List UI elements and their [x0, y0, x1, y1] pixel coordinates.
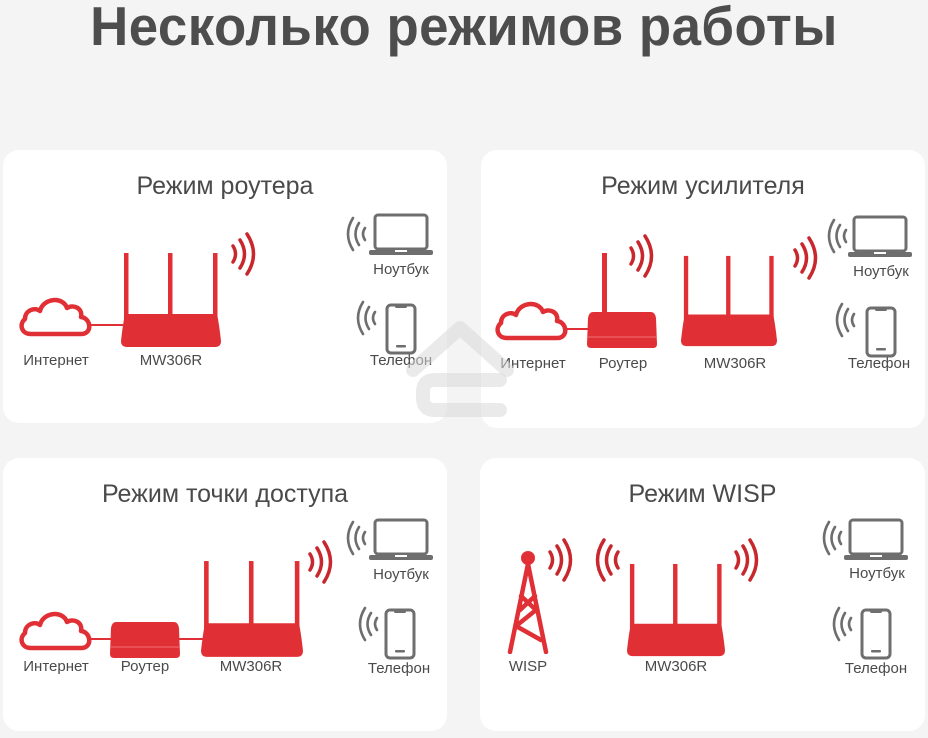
link-line [91, 638, 113, 640]
client-label: Телефон [367, 660, 431, 677]
wifi-waves-icon [356, 300, 378, 336]
mode-card-router: Режим роутера Интернет MW306R Ноутбук Те… [3, 150, 447, 423]
watermark-home-icon [406, 321, 514, 417]
mode-title: Режим точки доступа [101, 480, 349, 508]
link-line [179, 638, 203, 640]
mode-title: Режим WISP [628, 480, 777, 508]
router-icon [626, 562, 726, 660]
router-icon [121, 250, 221, 352]
mode-title: Режим усилителя [601, 172, 805, 200]
wifi-waves-icon [791, 236, 821, 280]
phone-icon [384, 608, 416, 660]
node-label: MW306R [703, 355, 767, 372]
host-router-icon [110, 620, 180, 660]
tower-icon [506, 550, 550, 654]
wifi-waves-icon [835, 302, 857, 338]
wifi-waves-icon [827, 218, 849, 254]
cloud-icon [17, 604, 97, 654]
node-label: Интернет [500, 355, 566, 372]
laptop-icon [848, 215, 912, 259]
laptop-icon [369, 518, 433, 562]
page-title: Несколько режимов работы [90, 0, 838, 57]
cloud-icon [17, 290, 97, 340]
node-label: MW306R [139, 352, 203, 369]
link-line [567, 328, 589, 330]
host-router-antenna [602, 253, 607, 313]
node-label: Интернет [23, 658, 89, 675]
phone-icon [865, 306, 897, 358]
laptop-icon [369, 213, 433, 257]
wifi-waves-icon [592, 538, 622, 582]
mode-card-access-point: Режим точки доступа Интернет Роутер MW30… [3, 458, 447, 731]
router-icon [201, 558, 303, 662]
node-label: MW306R [219, 658, 283, 675]
wifi-waves-icon [627, 234, 657, 278]
wifi-waves-icon [546, 538, 576, 582]
node-label: Роутер [598, 355, 648, 372]
wifi-waves-icon [832, 606, 854, 642]
node-label: WISP [508, 658, 548, 675]
link-line [91, 324, 123, 326]
node-label: Интернет [23, 352, 89, 369]
client-label: Ноутбук [373, 566, 429, 583]
client-label: Телефон [847, 355, 911, 372]
host-router-icon [587, 310, 657, 350]
wifi-waves-icon [358, 606, 380, 642]
client-label: Ноутбук [853, 263, 909, 280]
node-label: Роутер [120, 658, 170, 675]
client-label: Ноутбук [373, 261, 429, 278]
node-label: MW306R [644, 658, 708, 675]
client-label: Телефон [844, 660, 908, 677]
laptop-icon [844, 518, 908, 562]
wifi-waves-icon [229, 232, 259, 276]
phone-icon [860, 608, 892, 660]
wifi-waves-icon [732, 538, 762, 582]
wifi-waves-icon [306, 540, 336, 584]
client-label: Ноутбук [849, 565, 905, 582]
mode-title: Режим роутера [136, 172, 314, 200]
mode-card-repeater: Режим усилителя Интернет Роутер MW306R Н… [481, 150, 925, 428]
wifi-waves-icon [346, 216, 368, 252]
router-icon [681, 253, 777, 351]
mode-card-wisp: Режим WISP WISP MW306R Ноутбук Телефон [480, 458, 925, 731]
wifi-waves-icon [822, 520, 844, 556]
wifi-waves-icon [346, 520, 368, 556]
